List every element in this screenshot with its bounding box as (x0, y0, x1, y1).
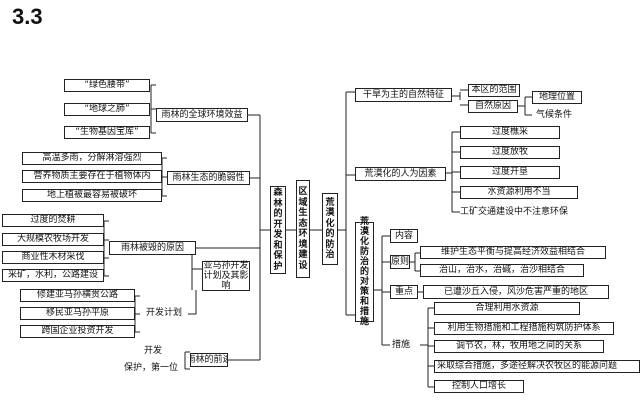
global-item-1: “绿色腰带” (64, 79, 150, 92)
natural-feature-label: 干旱为主的自然特征 (355, 88, 452, 102)
human-item-4: 水资源利用不当 (460, 186, 578, 199)
cause-item-2: 大规模农牧场开发 (2, 233, 104, 246)
future-item-1: 开发 (144, 346, 163, 356)
bracket-human (446, 131, 460, 213)
regional-eco-topic: 区域生态环境建设 (296, 180, 310, 278)
fragility-label: 雨林生态的脆弱性 (167, 171, 250, 185)
bracket-reason (518, 96, 532, 116)
human-factor-label: 荒漠化的人为因素 (355, 167, 446, 181)
desert-topic: 荒漠化的防治 (322, 193, 338, 265)
action-item-2: 利用生物措施和工程措施构筑防护体系 (434, 322, 614, 335)
global-item-3: “生物基因宝库” (64, 126, 150, 139)
bracket-measures (374, 235, 390, 346)
principle-label: 原则 (390, 255, 410, 269)
action-item-1: 合理利用水资源 (434, 302, 580, 315)
bracket-natural (452, 89, 468, 106)
cause-item-4: 采矿，水利，公路建设 (2, 269, 104, 282)
bracket-forest (196, 114, 270, 361)
destruction-cause-label: 雨林被毁的原因 (109, 241, 196, 255)
action-item-5: 控制人口增长 (434, 380, 524, 393)
bracket-global (150, 84, 156, 134)
human-item-5: 工矿交通建设中不注意环保 (460, 207, 569, 217)
future-label: 雨林的前途 (190, 353, 228, 367)
page-title: 3.3 (12, 4, 43, 29)
fragile-item-2: 营养物质主要存在于植物体内 (22, 170, 162, 183)
bracket-action (420, 307, 434, 388)
bracket-fragile (161, 157, 167, 197)
link-cause-amazon (191, 248, 202, 290)
reason-item-1: 地理位置 (532, 91, 582, 104)
plan-item-2: 移民亚马孙平原 (20, 307, 135, 320)
amazon-plan-box: 亚马孙开发计划及其影响 (202, 261, 250, 291)
action-item-4: 采取综合措施，多途径解决农牧区的能源问题 (434, 360, 640, 373)
natural-reason: 自然原因 (468, 100, 518, 113)
plan-item-1: 修建亚马孙横贯公路 (20, 289, 135, 302)
action-item-3: 调节农，林，牧用地之间的关系 (434, 340, 604, 353)
global-item-2: “地球之肺” (64, 103, 150, 116)
fragile-item-3: 地上植被最容易被破坏 (22, 189, 162, 202)
measures-topic: 荒漠化防治的对策和措施 (355, 217, 374, 327)
reason-item-2: 气候条件 (536, 110, 573, 120)
bracket-desert (338, 91, 355, 316)
plan-label: 开发计划 (146, 308, 183, 318)
bracket-cause (103, 220, 109, 277)
focus-item: 已遭沙丘入侵，风沙危害严重的地区 (423, 285, 609, 299)
bracket-principle (410, 252, 420, 272)
action-label: 措施 (392, 340, 411, 350)
focus-label: 重点 (390, 285, 418, 299)
region-range: 本区的范围 (468, 84, 520, 97)
bracket-future (184, 351, 190, 370)
principle-item-2: 治山，治水，治碱，治沙相结合 (420, 264, 584, 277)
global-benefit-label: 雨林的全球环境效益 (156, 108, 248, 122)
human-item-1: 过度樵采 (460, 126, 560, 139)
fragile-item-1: 高温多雨，分解淋溶强烈 (22, 152, 162, 165)
cause-item-1: 过度的焚耕 (2, 214, 104, 227)
cause-item-3: 商业性木材采伐 (2, 251, 104, 264)
bracket-plan (134, 295, 140, 333)
human-item-3: 过度开垦 (460, 166, 560, 179)
forest-topic: 森林的开发和保护 (270, 186, 286, 274)
content-label: 内容 (390, 229, 418, 243)
future-item-2: 保护，第一位 (124, 363, 179, 373)
plan-item-3: 跨国企业投资开发 (20, 325, 135, 338)
human-item-2: 过度放牧 (460, 146, 560, 159)
principle-item-1: 维护生态平衡与提高经济效益相结合 (420, 246, 606, 259)
link-plan-amazon (188, 290, 197, 315)
